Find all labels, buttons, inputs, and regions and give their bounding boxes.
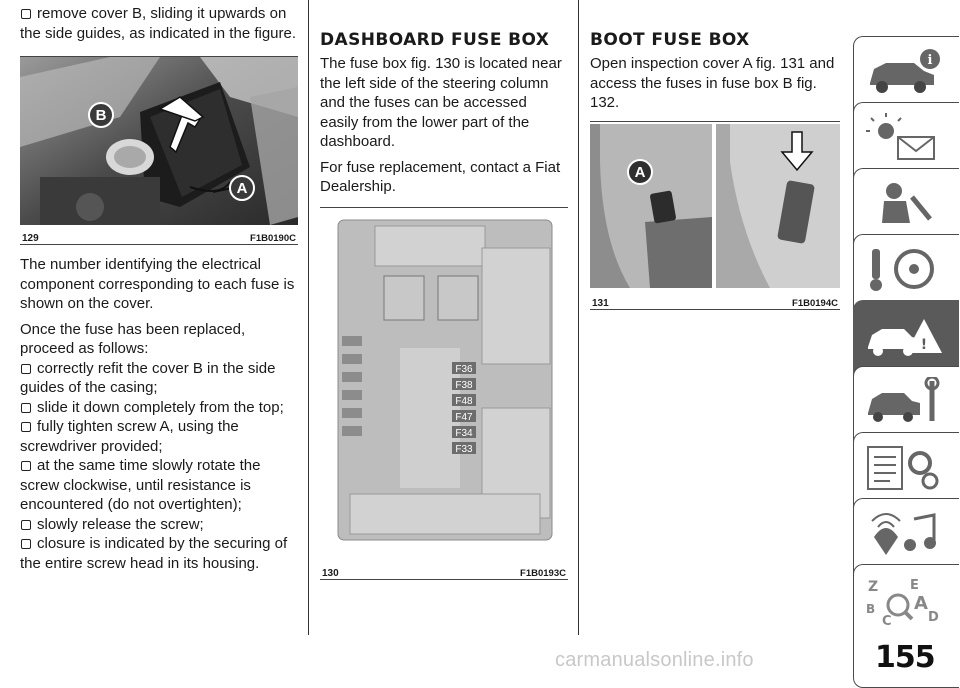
checkbox-bullet-icon: [21, 363, 31, 374]
car-info-icon: i: [870, 49, 940, 93]
para-dashboard-location: The fuse box fig. 130 is located near th…: [320, 55, 562, 150]
page-number: 155: [875, 640, 936, 675]
figure-130: F36 F38 F48 F47 F34 F33 130 F1B0193C: [320, 206, 568, 580]
checkbox-bullet-icon: [21, 461, 31, 471]
checkbox-bullet-icon: [21, 402, 31, 413]
technical-specs-icon: [867, 446, 939, 490]
figure-code: F1B0194C: [792, 297, 838, 309]
label-a-callout: A: [229, 175, 255, 201]
checkbox-bullet-icon: [21, 422, 31, 432]
figure-code: F1B0193C: [520, 567, 566, 579]
fuse-slot: [452, 409, 476, 422]
column-divider-2: [578, 0, 579, 635]
warning-lights-icon: [866, 113, 935, 160]
checkbox-bullet-icon: [21, 519, 31, 530]
fuse-slot: [452, 425, 476, 438]
svg-text:B: B: [866, 602, 875, 616]
svg-text:C: C: [882, 614, 892, 629]
dashboard-fuse-box-illustration: F36 F38 F48 F47 F34 F33: [320, 207, 568, 560]
figure-caption: 130 F1B0193C: [320, 565, 568, 579]
figure-number: 130: [322, 567, 339, 579]
step-list-item: correctly refit the cover B in the side …: [20, 359, 276, 397]
checkbox-bullet-icon: [21, 9, 31, 19]
svg-text:E: E: [910, 578, 919, 593]
emergency-breakdown-icon: !: [868, 319, 942, 356]
svg-text:B: B: [96, 107, 107, 124]
step-list-item: fully tighten screw A, using the screwdr…: [20, 418, 239, 455]
column-3: BOOT FUSE BOX Open inspection cover A fi…: [590, 0, 840, 310]
fuse-slot: [452, 377, 476, 390]
checkbox-bullet-icon: [21, 539, 31, 549]
fuse-label-f36: F36: [455, 364, 473, 375]
fuse-label-f48: F48: [455, 396, 473, 407]
boot-inspection-cover-illustration: A: [590, 121, 840, 290]
multimedia-icon: [871, 513, 936, 555]
fuse-label-f33: F33: [455, 444, 473, 455]
para-proceed: Once the fuse has been replaced, proceed…: [20, 320, 246, 358]
fuse-label-list: F36 F38 F48 F47 F34 F33: [452, 361, 476, 455]
svg-text:A: A: [237, 180, 248, 197]
figure-number: 131: [592, 297, 609, 309]
watermark: carmanualsonline.info: [555, 649, 754, 671]
column-2: DASHBOARD FUSE BOX The fuse box fig. 130…: [320, 0, 568, 580]
figure-131: A 131 F1B0194C: [590, 120, 840, 310]
engine-bay-fuse-cover-illustration: B A: [20, 57, 298, 225]
section-heading-boot-fuse-box: BOOT FUSE BOX: [590, 30, 750, 50]
fuse-slot: [452, 441, 476, 454]
svg-text:i: i: [928, 53, 933, 68]
figure-caption: 129 F1B0190C: [20, 230, 298, 244]
svg-text:D: D: [928, 610, 939, 625]
svg-text:A: A: [914, 593, 928, 614]
figure-129: B A 129 F1B0190C: [20, 56, 298, 245]
figure-number: 129: [22, 233, 39, 244]
column-divider-1: [308, 0, 309, 635]
safety-airbag-icon: [882, 183, 932, 223]
column-1: remove cover B, sliding it upwards on th…: [20, 0, 298, 573]
steering-starting-icon: [870, 249, 934, 291]
fuse-slot: [452, 393, 476, 406]
figure-code: F1B0190C: [250, 233, 296, 244]
fuse-label-f47: F47: [455, 412, 473, 423]
svg-text:!: !: [921, 337, 927, 353]
step-list-item: at the same time slowly rotate the screw…: [20, 457, 261, 513]
label-a-callout: A: [627, 158, 653, 185]
para-fuse-id: The number identifying the electrical co…: [20, 256, 295, 312]
intro-step: remove cover B, sliding it upwards on th…: [20, 5, 297, 42]
para-fiat-dealership: For fuse replacement, contact a Fiat Dea…: [320, 158, 561, 196]
alphabetical-index-icon: Z E B A C D: [866, 578, 939, 629]
svg-text:A: A: [635, 164, 646, 181]
para-boot-inspection: Open inspection cover A fig. 131 and acc…: [590, 55, 835, 111]
svg-text:Z: Z: [868, 579, 878, 595]
maintenance-car-icon: [868, 377, 940, 422]
step-list-item: slowly release the screw;: [20, 515, 298, 535]
section-heading-dashboard-fuse-box: DASHBOARD FUSE BOX: [320, 30, 550, 50]
step-list-item: slide it down completely from the top;: [20, 398, 298, 418]
label-b-callout: B: [88, 102, 114, 128]
fuse-label-f34: F34: [455, 428, 473, 439]
figure-caption: 131 F1B0194C: [590, 295, 840, 309]
fuse-label-f38: F38: [455, 380, 473, 391]
step-list-item: closure is indicated by the securing of …: [20, 535, 288, 572]
fuse-slot: [452, 361, 476, 374]
